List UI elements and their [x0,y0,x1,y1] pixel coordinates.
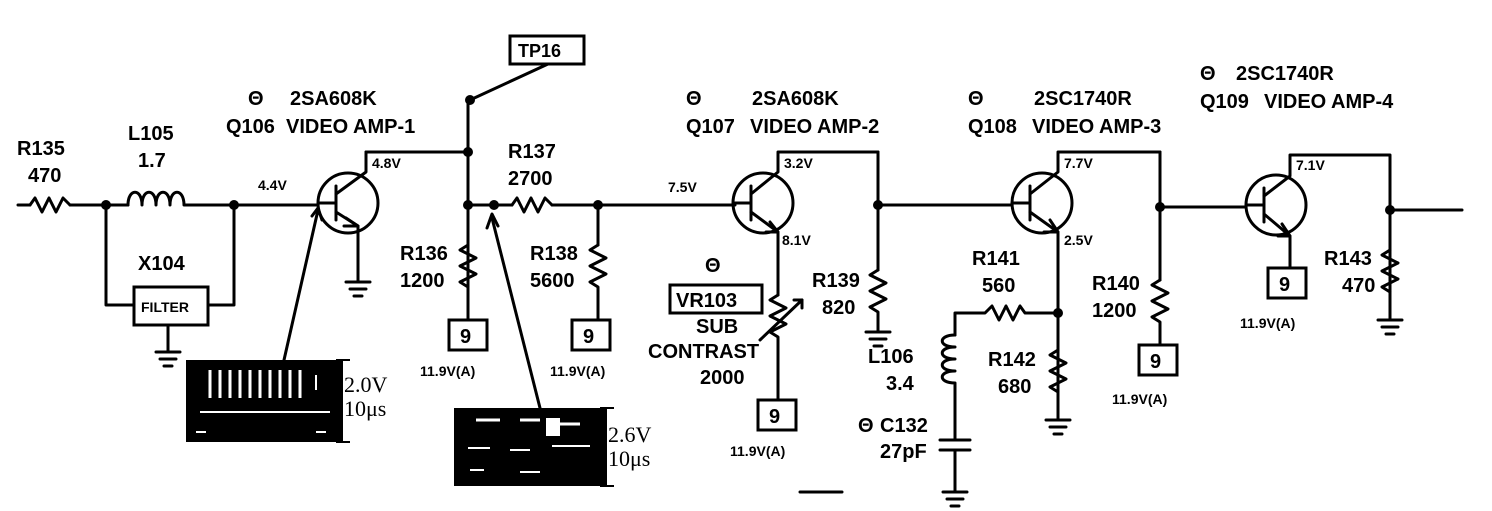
q107-base-voltage: 7.5V [668,179,697,195]
waveform-1-amplitude: 2.0V [344,372,388,397]
q106-func: VIDEO AMP-1 [286,116,415,138]
q106-polarity: Θ [248,88,264,110]
r140-value: 1200 [1092,300,1137,322]
q108-polarity: Θ [968,88,984,110]
r136-resistor: R136 1200 9 11.9V(A) [400,243,489,379]
r137-resistor: R137 2700 [466,141,737,214]
r140-supply-label: 11.9V(A) [1112,391,1167,407]
q108-part: 2SC1740R [1034,88,1132,110]
waveform-2-amplitude: 2.6V [608,422,652,447]
r141-resistor: R141 560 [953,248,1060,337]
x104-filter: X104 FILTER [132,253,210,368]
q107-ref: Q107 [686,116,735,138]
r138-ref: R138 [530,243,578,265]
q109-part: 2SC1740R [1236,63,1334,85]
r143-resistor: R143 470 [1324,248,1404,336]
tp16-testpoint: TP16 [463,34,586,322]
l106-ref: L106 [868,346,914,368]
r135-value: 470 [28,165,61,187]
vr103-supply-label: 11.9V(A) [730,443,785,459]
vr103-supply-pin: 9 [769,406,780,428]
q109-emitter-voltage: 7.1V [1296,157,1325,173]
r138-supply-label: 11.9V(A) [550,363,605,379]
q107-part: 2SA608K [752,88,839,110]
c132-capacitor: Θ C132 27pF [858,415,972,508]
c132-value: 27pF [880,441,927,463]
waveform-2: 2.6V 10μs [454,212,652,487]
q109-func: VIDEO AMP-4 [1264,91,1394,113]
q106-base-voltage: 4.4V [258,177,287,193]
input-wire [16,200,320,307]
waveform-1: 2.0V 10μs [186,206,388,443]
vr103-name2: CONTRAST [648,341,759,363]
q109-polarity: Θ [1200,63,1216,85]
q106-part: 2SA608K [290,88,377,110]
q108-collector-voltage: 7.7V [1064,155,1093,171]
l105-ref: L105 [128,123,174,145]
q107-collector-voltage: 8.1V [782,232,811,248]
r142-resistor: R142 680 [988,348,1072,436]
r136-supply-pin: 9 [460,326,471,348]
r139-value: 820 [822,297,855,319]
l105-inductor: L105 1.7 [126,123,192,207]
q108-func: VIDEO AMP-3 [1032,116,1161,138]
r140-supply-pin: 9 [1150,351,1161,373]
r140-ref: R140 [1092,273,1140,295]
r136-ref: R136 [400,243,448,265]
r142-value: 680 [998,376,1031,398]
q107-emitter-voltage: 3.2V [784,155,813,171]
waveform-2-timebase: 10μs [608,446,650,471]
q109-transistor: 9 11.9V(A) Θ 2SC1740R Q109 VIDEO AMP-4 7… [1200,63,1464,331]
q107-func: VIDEO AMP-2 [750,116,879,138]
r140-resistor: R140 1200 9 11.9V(A) [1092,150,1248,407]
r139-resistor: R139 820 [812,150,1014,348]
l105-value: 1.7 [138,150,166,172]
q106-emitter-voltage: 4.8V [372,155,401,171]
q109-ref: Q109 [1200,91,1249,113]
c132-ref: C132 [880,415,928,437]
r138-value: 5600 [530,270,575,292]
tp16-label: TP16 [518,41,561,61]
q108-ref: Q108 [968,116,1017,138]
q109-supply-pin: 9 [1279,274,1290,296]
vr103-polarity: Θ [705,255,721,277]
r143-value: 470 [1342,275,1375,297]
r138-resistor: R138 5600 9 11.9V(A) [530,203,612,379]
r143-ref: R143 [1324,248,1372,270]
r139-ref: R139 [812,270,860,292]
q107-transistor: Θ 2SA608K Q107 VIDEO AMP-2 7.5V 3.2V 8.1… [668,88,880,297]
q106-ref: Q106 [226,116,275,138]
c132-polarity: Θ [858,415,874,437]
r141-value: 560 [982,275,1015,297]
q107-polarity: Θ [686,88,702,110]
r136-supply-label: 11.9V(A) [420,363,475,379]
vr103-value: 2000 [700,367,745,389]
r142-ref: R142 [988,349,1036,371]
q108-transistor: Θ 2SC1740R Q108 VIDEO AMP-3 7.7V 2.5V [968,88,1162,422]
q109-supply-label: 11.9V(A) [1240,315,1295,331]
r135-ref: R135 [17,138,65,160]
q106-transistor: Θ 2SA608K Q106 VIDEO AMP-1 4.4V 4.8V [226,88,470,298]
r137-ref: R137 [508,141,556,163]
vr103-potentiometer: Θ VR103 SUB CONTRAST 2000 9 11.9V(A) [648,255,804,459]
l106-inductor: L106 3.4 [868,333,957,442]
r136-value: 1200 [400,270,445,292]
vr103-name1: SUB [696,316,738,338]
waveform-2-trace [468,418,590,473]
r135-resistor: R135 470 [17,138,72,214]
x104-ref: X104 [138,253,186,275]
r138-supply-pin: 9 [583,326,594,348]
x104-label: FILTER [141,299,189,315]
waveform-1-timebase: 10μs [344,396,386,421]
r137-value: 2700 [508,168,553,190]
q108-emitter-voltage: 2.5V [1064,232,1093,248]
l106-value: 3.4 [886,373,915,395]
waveform-1-trace [196,370,330,433]
r141-ref: R141 [972,248,1020,270]
vr103-ref: VR103 [676,290,737,312]
